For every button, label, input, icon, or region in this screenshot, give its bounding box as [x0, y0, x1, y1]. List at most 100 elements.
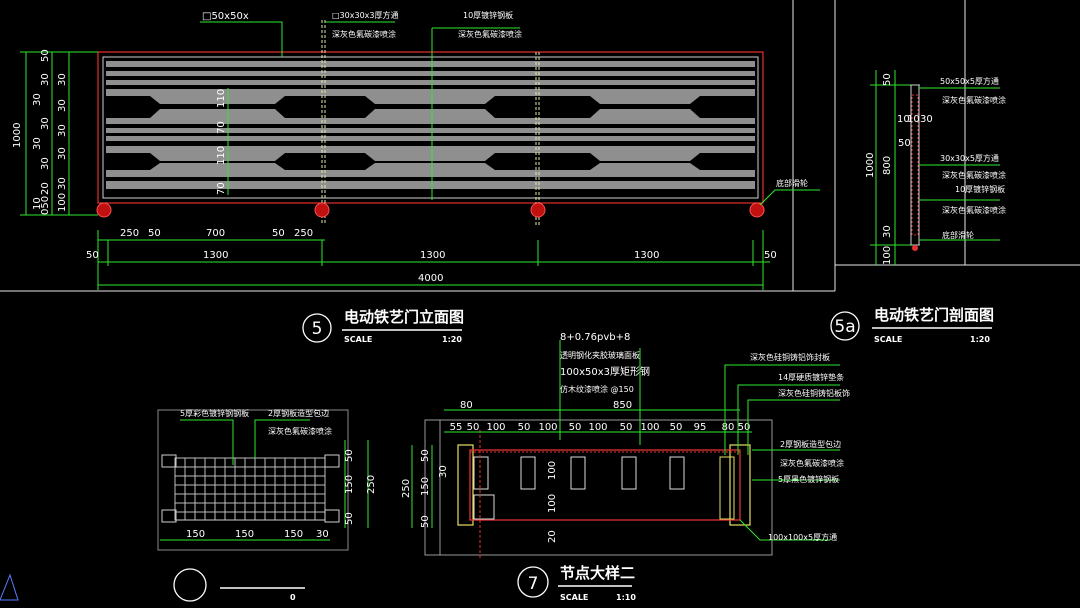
left-dimension: 50: [40, 49, 51, 62]
wheel-icon: [96, 202, 112, 218]
section-label: 50x50x5厚方通: [940, 76, 999, 86]
drawing-title: 节点大样二: [560, 564, 635, 582]
section-label: 10厚镀锌钢板: [955, 184, 1005, 194]
detail-label: 14厚硬质镀锌垫条: [778, 372, 844, 382]
wheel-icon: [314, 202, 330, 218]
mesh-dimension: 30: [316, 529, 329, 540]
mesh-dimension: 150: [344, 475, 355, 494]
section-label: 30x30x5厚方通: [940, 153, 999, 163]
gate-pattern-band: [106, 163, 755, 177]
inner-dimension: 110: [216, 146, 227, 165]
scale-label: SCALE: [874, 335, 902, 344]
leader-line: [200, 21, 283, 57]
mesh-dimension: 150: [186, 529, 205, 540]
bottom-dimension: 1300: [420, 250, 445, 261]
detail-profile-left: [457, 444, 474, 526]
detail-label: 100x100x5厚方通: [768, 532, 837, 542]
top-label: □30x30x3厚方通: [332, 10, 398, 20]
detail-dimension: 100: [588, 422, 607, 433]
scale-label: SCALE: [344, 335, 372, 344]
detail-mullion: [719, 456, 735, 520]
detail-label: 100x50x3厚矩形钢: [560, 365, 650, 378]
title-number-badge: [173, 568, 207, 602]
detail-label: 深灰色硅铜铸铝板饰: [778, 388, 850, 398]
detail-label: 仿木纹漆喷涂 @150: [560, 384, 634, 394]
detail-dimension: 80: [460, 400, 473, 411]
wheel-note: 底部滑轮: [776, 178, 808, 188]
detail-dimension: 50: [467, 422, 480, 433]
leader-line: [739, 519, 830, 541]
inner-dimension: 70: [216, 182, 227, 195]
mesh-label: 2厚钢板造型包边: [268, 408, 329, 418]
gate-pattern-band: [106, 109, 755, 124]
detail-label: 8+0.76pvb+8: [560, 332, 630, 343]
detail-dimension: 100: [547, 494, 558, 513]
north-arrow-icon: [0, 573, 19, 601]
bottom-dimension: 50: [148, 228, 161, 239]
left-dimension: 050: [40, 196, 51, 215]
mesh-grid: [174, 457, 326, 520]
drawing-title: 电动铁艺门剖面图: [874, 306, 994, 324]
mesh-frame: [157, 409, 349, 551]
left-dimension: 10: [32, 197, 43, 210]
title-number-badge: [517, 566, 549, 598]
section-label: 深灰色氟碳漆喷涂: [942, 95, 1006, 105]
leader-line: [180, 419, 234, 465]
bottom-dimension: 1300: [634, 250, 659, 261]
detail-dimension: 50: [569, 422, 582, 433]
section-profile-inner: [911, 94, 919, 236]
scale-value: 1:20: [442, 335, 462, 344]
drawing-title: 电动铁艺门立面图: [344, 308, 464, 326]
scale-value: 1:20: [970, 335, 990, 344]
bottom-total-dimension: 4000: [418, 273, 443, 284]
wheel-icon: [749, 202, 765, 218]
scale-value: 1:10: [616, 593, 636, 602]
left-dimension: 20: [40, 182, 51, 195]
scale-label: SCALE: [560, 593, 588, 602]
detail-dimension: 100: [640, 422, 659, 433]
detail-dimension: 95: [694, 422, 707, 433]
left-dimension: 30: [40, 73, 51, 86]
top-label: □50x50x: [202, 11, 249, 22]
left-dimension: 100: [57, 193, 68, 212]
detail-dimension: 100: [486, 422, 505, 433]
leader-line: [737, 384, 840, 455]
detail-dimension: 50: [420, 515, 431, 528]
detail-label: 深灰色硅铜铸铝饰封板: [750, 352, 830, 362]
title-number-badge: [302, 313, 332, 343]
bottom-dimension: 250: [120, 228, 139, 239]
detail-mullion: [473, 494, 495, 520]
gate-bar: [106, 71, 755, 76]
mesh-dimension: 150: [235, 529, 254, 540]
detail-label: 透明钢化夹胶玻璃面板: [560, 350, 640, 360]
bottom-dimension: 50: [764, 250, 777, 261]
left-dimension: 30: [57, 99, 68, 112]
mesh-dimension: 50: [344, 449, 355, 462]
mesh-edge: [161, 509, 177, 523]
detail-mullion: [473, 456, 489, 490]
top-label: 10厚镀锌钢板: [463, 10, 513, 20]
detail-frame: [424, 419, 773, 556]
detail-mullion: [520, 456, 536, 490]
section-label: 底部滑轮: [942, 230, 974, 240]
gate-inner-frame: [102, 56, 759, 199]
section-label: 深灰色氟碳漆喷涂: [942, 170, 1006, 180]
mesh-dimension: 50: [344, 512, 355, 525]
left-dimension: 30: [57, 73, 68, 86]
gate-pattern-band: [106, 89, 755, 104]
detail-dimension: 50: [670, 422, 683, 433]
detail-dimension: 100: [538, 422, 557, 433]
detail-label: 深灰色氟碳漆喷涂: [780, 458, 844, 468]
mesh-edge: [324, 509, 340, 523]
section-dimension: 50: [898, 138, 911, 149]
wheel-icon: [530, 202, 546, 218]
leader-line: [759, 189, 820, 206]
detail-mullion: [669, 456, 685, 490]
mesh-edge: [161, 454, 177, 468]
scale-value: 0: [290, 593, 296, 602]
mesh-label: 深灰色氟碳漆喷涂: [268, 426, 332, 436]
detail-red-outline: [469, 449, 741, 521]
left-dimension: 30: [40, 157, 51, 170]
leader-line: [724, 364, 840, 455]
bottom-dimension: 50: [272, 228, 285, 239]
